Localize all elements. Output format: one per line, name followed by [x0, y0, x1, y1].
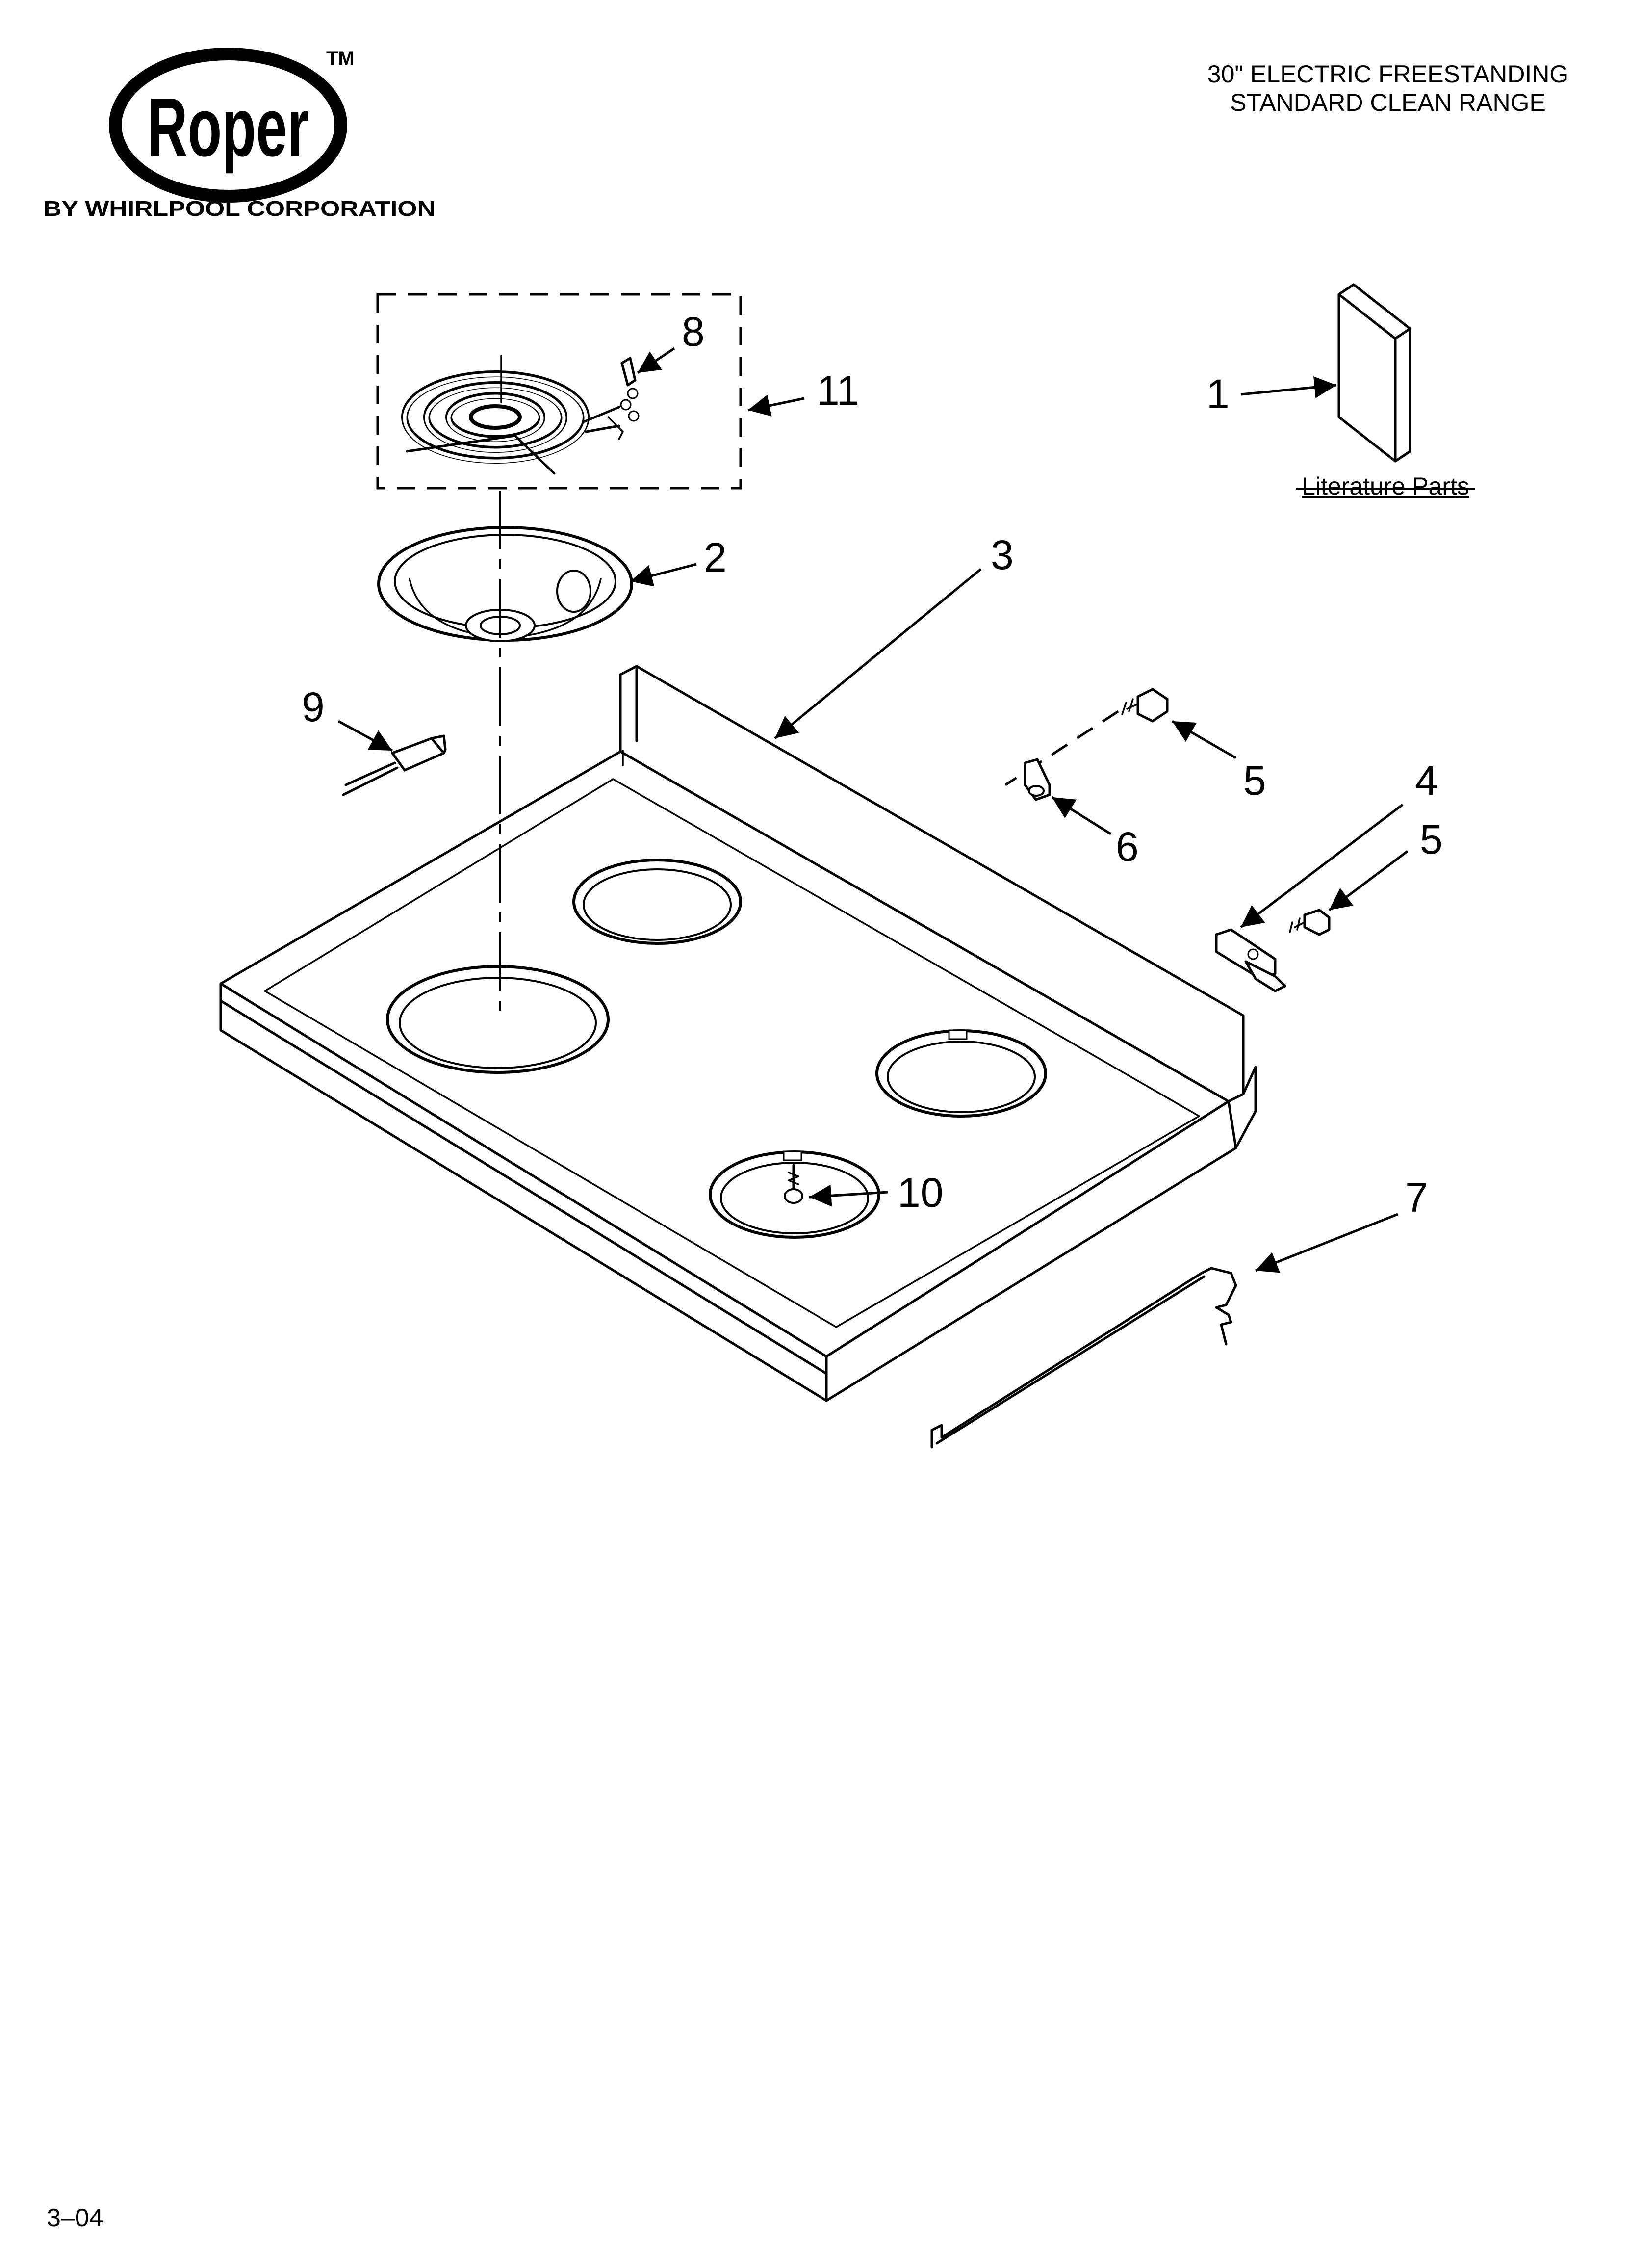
callout-6: 6 [1116, 824, 1139, 870]
callout-7: 7 [1405, 1174, 1428, 1221]
mounting-screw-lower [1289, 909, 1331, 936]
callout-5-upper: 5 [1243, 757, 1266, 804]
callout-9: 9 [302, 684, 325, 730]
callout-5-lower: 5 [1420, 816, 1443, 862]
burner-opening-rear-left [572, 859, 742, 945]
callout-10: 10 [898, 1170, 943, 1216]
diagram-title-line-2: STANDARD CLEAN RANGE [1230, 89, 1546, 116]
terminal-block [607, 357, 640, 440]
cooktop-assembly [219, 665, 1257, 1402]
trademark-mark: TM [326, 48, 355, 69]
mounting-clip [1024, 758, 1051, 801]
diagram-title-line-1: 30" ELECTRIC FREESTANDING [1207, 60, 1568, 88]
brand-logo-text: Roper [147, 81, 309, 174]
roper-logo: Roper TM [109, 48, 355, 203]
literature-parts-book [1337, 283, 1411, 463]
surface-element-group-box [376, 293, 742, 490]
callout-2: 2 [704, 534, 727, 580]
drip-bowl [377, 526, 633, 642]
support-rod [930, 1267, 1237, 1449]
burner-screw [784, 1164, 803, 1204]
callout-3: 3 [991, 532, 1014, 578]
surface-element-coil [401, 355, 620, 475]
mounting-screw-upper [1121, 688, 1169, 723]
callout-1: 1 [1206, 371, 1230, 417]
side-bracket [1215, 928, 1286, 992]
screw-alignment-line [1004, 710, 1119, 786]
revision-date: 3–04 [47, 2204, 103, 2232]
burner-opening-front-left [386, 965, 610, 1074]
brand-byline: BY WHIRLPOOL CORPORATION [43, 197, 436, 221]
callout-8: 8 [682, 309, 705, 355]
wire-connector [342, 734, 447, 796]
burner-opening-rear-right [875, 1029, 1047, 1118]
callout-11: 11 [817, 367, 859, 414]
callout-4: 4 [1415, 757, 1438, 804]
literature-parts-label: Literature Parts [1302, 472, 1469, 500]
leader-lines [337, 347, 1409, 1273]
